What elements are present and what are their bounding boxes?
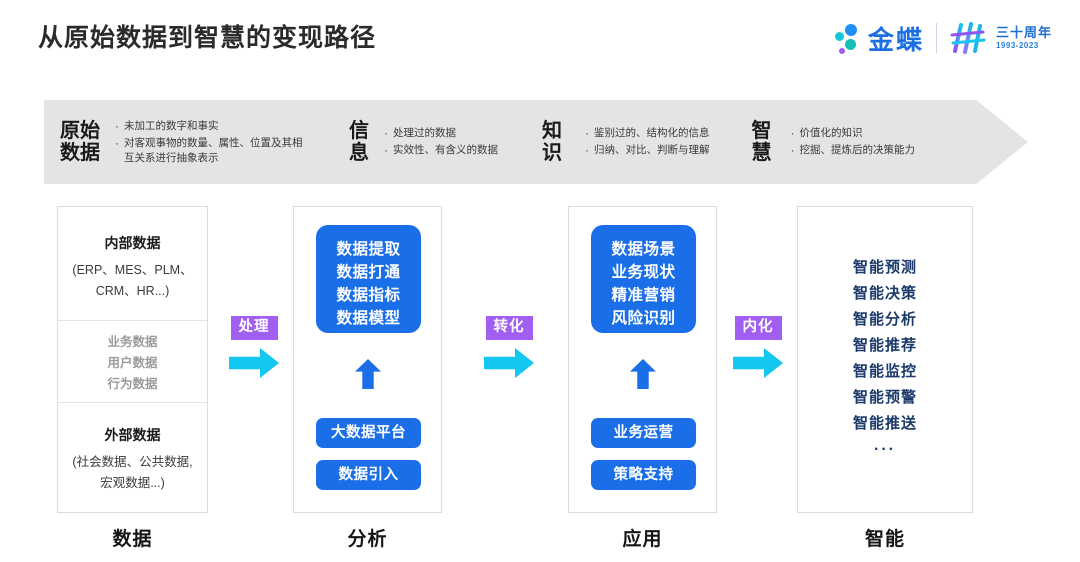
- stage-banner-arrow: [44, 100, 1028, 184]
- anniversary-label: 三十周年: [995, 24, 1052, 40]
- smart-item: 智能监控: [852, 363, 917, 380]
- middle-item: 用户数据: [107, 356, 158, 370]
- up-arrow-icon: [355, 359, 381, 389]
- card-data-internal-section: 内部数据 (ERP、MES、PLM、 CRM、HR...): [58, 207, 207, 321]
- smart-list-ellipsis: ···: [874, 441, 896, 458]
- brand-name: 金蝶: [867, 24, 924, 55]
- flow-card-data: 内部数据 (ERP、MES、PLM、 CRM、HR...) 业务数据 用户数据 …: [57, 206, 208, 513]
- internal-data-sub: (ERP、MES、PLM、 CRM、HR...): [72, 263, 193, 298]
- anniversary-years: 1993-2023: [995, 40, 1039, 50]
- flow-connector-internalize: 内化: [726, 316, 790, 378]
- flow-connector-process: 处理: [222, 316, 286, 378]
- smart-item: 智能决策: [852, 285, 917, 302]
- stage-banner-content: 原始 数据 ·未加工的数字和事实 ·对客观事物的数量、属性、位置及其相互关系进行…: [44, 100, 1028, 184]
- banner-stage-bullets: ·未加工的数字和事实 ·对客观事物的数量、属性、位置及其相互关系进行抽象表示: [110, 117, 309, 168]
- apply-main-box: 数据场景 业务现状 精准营销 风险识别: [591, 225, 696, 333]
- bullet-dot-icon: ·: [790, 143, 795, 157]
- analysis-main-box: 数据提取 数据打通 数据指标 数据模型: [316, 225, 421, 333]
- flow-footer-label-apply: 应用: [622, 529, 663, 550]
- banner-stage-title: 知 识: [542, 119, 562, 164]
- flow-footer-label-data: 数据: [112, 529, 153, 550]
- flow-footer-label-analysis: 分析: [347, 529, 388, 550]
- banner-stage-title: 智 慧: [751, 119, 772, 164]
- bullet-dot-icon: ·: [790, 126, 795, 140]
- flow-connector-transform: 转化: [477, 316, 541, 378]
- middle-item: 行为数据: [107, 377, 158, 391]
- flow-card-smart: 智能预测 智能决策 智能分析 智能推荐 智能监控 智能预警 智能推送 ···: [797, 206, 973, 513]
- smart-item: 智能推荐: [852, 337, 917, 354]
- right-arrow-icon: [733, 348, 783, 378]
- right-arrow-icon: [484, 348, 534, 378]
- bullet-dot-icon: ·: [115, 118, 119, 133]
- brand-divider: [935, 23, 937, 53]
- kingdee-dots-icon: [834, 22, 864, 54]
- smart-item: 智能预警: [852, 389, 917, 406]
- flow-card-analysis: 数据提取 数据打通 数据指标 数据模型 大数据平台 数据引入: [293, 206, 442, 513]
- bullet-dot-icon: ·: [384, 143, 388, 157]
- smart-item: 智能预测: [852, 259, 917, 276]
- banner-stage-information: 信 息 ·处理过的数据 ·实效性、有含义的数据: [349, 100, 498, 184]
- smart-item: 智能分析: [852, 311, 917, 328]
- flow-footer-label-smart: 智能: [864, 529, 905, 550]
- smart-item: 智能推送: [852, 415, 917, 432]
- right-arrow-icon: [229, 348, 279, 378]
- banner-stage-bullets: ·价值化的知识 ·挖掘、提炼后的决策能力: [786, 124, 916, 160]
- banner-stage-wisdom: 智 慧 ·价值化的知识 ·挖掘、提炼后的决策能力: [752, 100, 916, 184]
- banner-stage-raw-data: 原始 数据 ·未加工的数字和事实 ·对客观事物的数量、属性、位置及其相互关系进行…: [60, 100, 309, 184]
- connector-badge-label: 内化: [734, 316, 782, 340]
- bullet-dot-icon: ·: [585, 143, 589, 157]
- bullet-dot-icon: ·: [115, 135, 119, 150]
- apply-pill-operations: 业务运营: [591, 418, 696, 448]
- analysis-pill-ingest: 数据引入: [316, 460, 421, 490]
- banner-stage-bullets: ·处理过的数据 ·实效性、有含义的数据: [379, 124, 498, 160]
- analysis-pill-platform: 大数据平台: [316, 418, 421, 448]
- external-data-title: 外部数据: [104, 427, 161, 443]
- bullet-dot-icon: ·: [384, 126, 388, 140]
- middle-item: 业务数据: [107, 335, 158, 349]
- external-data-sub: (社会数据、公共数据, 宏观数据...): [72, 455, 193, 490]
- kingdee-brand-logo: 金蝶 三十周年 1993-2023: [834, 18, 1052, 58]
- anniversary-mark-icon: [950, 22, 986, 54]
- apply-pill-strategy: 策略支持: [591, 460, 696, 490]
- smart-capability-list: 智能预测 智能决策 智能分析 智能推荐 智能监控 智能预警 智能推送 ···: [798, 255, 972, 463]
- banner-stage-title: 信 息: [349, 119, 369, 164]
- banner-stage-knowledge: 知 识 ·鉴别过的、结构化的信息 ·归纳、对比、判断与理解: [542, 100, 710, 184]
- internal-data-title: 内部数据: [104, 235, 161, 251]
- anniversary-badge: 三十周年 1993-2023: [949, 21, 1052, 55]
- card-data-external-section: 外部数据 (社会数据、公共数据, 宏观数据...): [58, 403, 207, 512]
- banner-stage-bullets: ·鉴别过的、结构化的信息 ·归纳、对比、判断与理解: [580, 124, 710, 160]
- card-data-middle-section: 业务数据 用户数据 行为数据: [58, 321, 207, 403]
- connector-badge-label: 处理: [230, 316, 278, 340]
- bullet-dot-icon: ·: [585, 126, 589, 140]
- banner-stage-title: 原始 数据: [60, 119, 100, 164]
- connector-badge-label: 转化: [485, 316, 533, 340]
- page-title: 从原始数据到智慧的变现路径: [38, 24, 377, 52]
- up-arrow-icon: [630, 359, 656, 389]
- flow-card-apply: 数据场景 业务现状 精准营销 风险识别 业务运营 策略支持: [568, 206, 717, 513]
- flow-diagram: 内部数据 (ERP、MES、PLM、 CRM、HR...) 业务数据 用户数据 …: [0, 206, 1080, 562]
